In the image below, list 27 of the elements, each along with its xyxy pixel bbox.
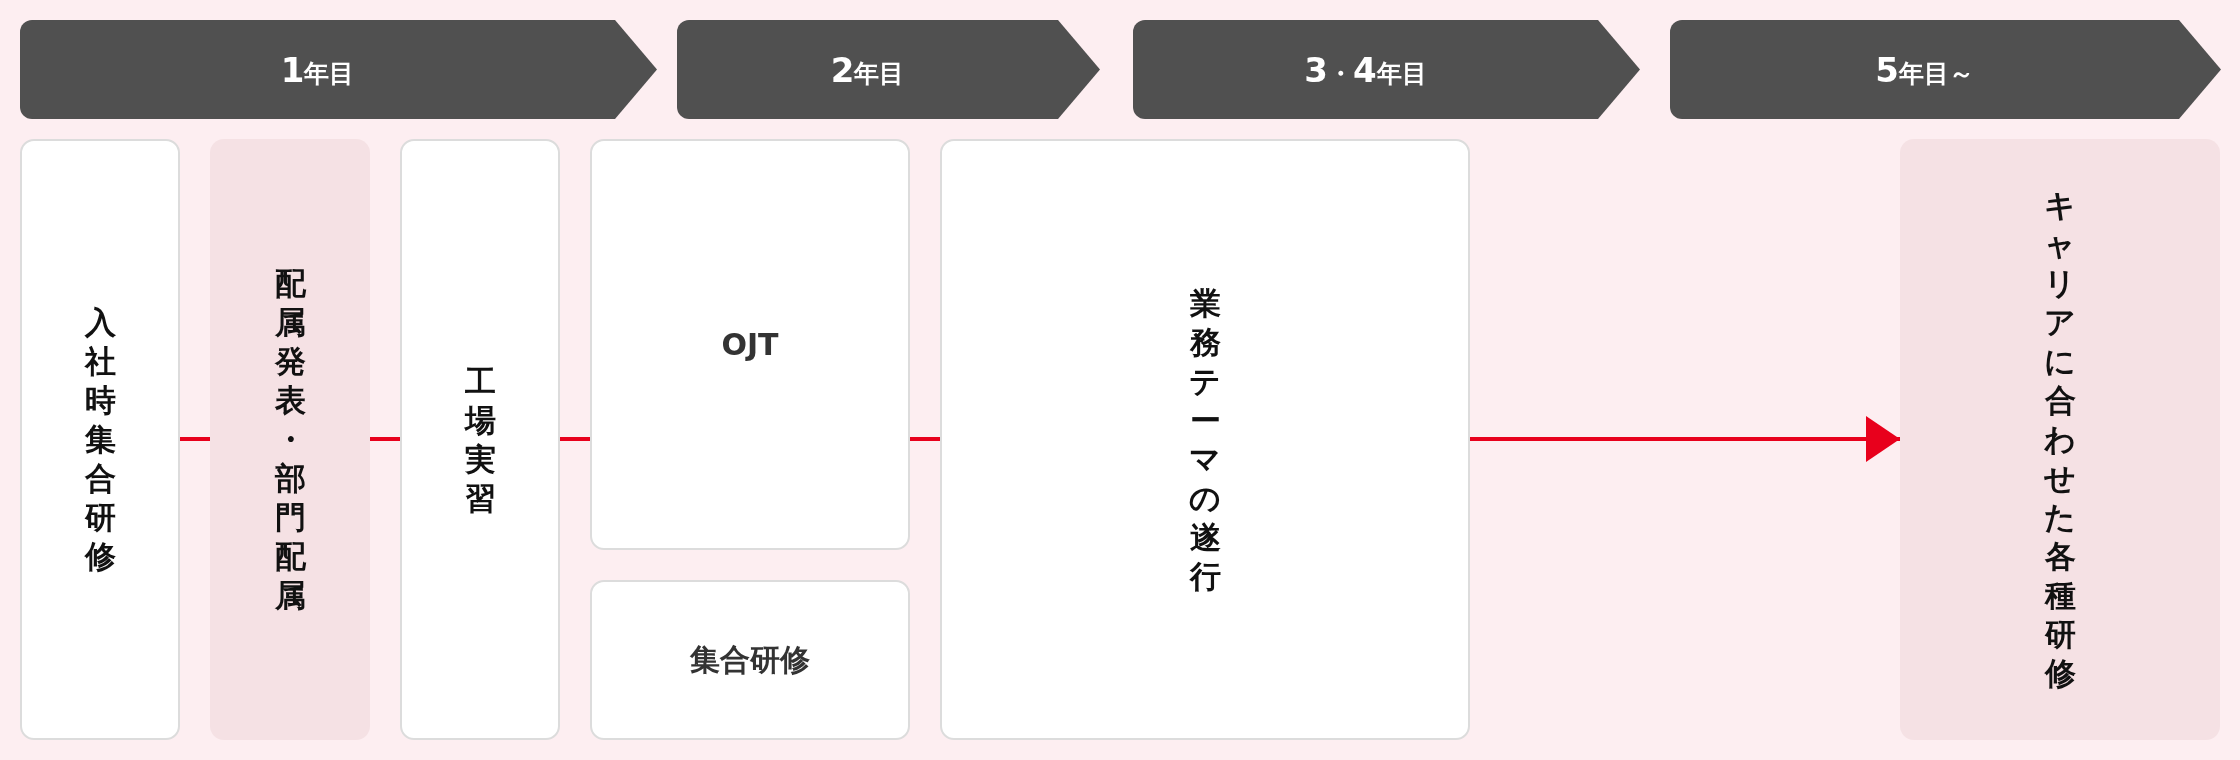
stage-card xyxy=(940,139,1470,740)
connector-line xyxy=(370,437,400,441)
connector-line xyxy=(180,437,210,441)
year-header-band xyxy=(677,20,1100,119)
stage-label: 配属発表・部門配属 xyxy=(273,264,307,615)
stage-card xyxy=(1900,139,2220,740)
connector-line xyxy=(910,437,940,441)
year-header-band xyxy=(20,20,657,119)
stage-label: 入社時集合研修 xyxy=(83,303,117,576)
year-header-band xyxy=(1670,20,2221,119)
year-label: 1年目 xyxy=(280,49,355,90)
stage-label: OJT xyxy=(721,327,779,362)
stage-card xyxy=(590,139,910,550)
stage-card xyxy=(400,139,560,740)
stage-card xyxy=(590,580,910,740)
year-label: 3・4年目 xyxy=(1304,49,1427,90)
connector-line xyxy=(560,437,590,441)
year-label: 2年目 xyxy=(830,49,905,90)
stage-label: 工場実習 xyxy=(463,361,497,518)
stage-label: 業務テーマの遂行 xyxy=(1188,283,1222,596)
year-label: 5年目～ xyxy=(1875,49,1974,90)
stage-label: 集合研修 xyxy=(690,640,810,679)
stage-label: キャリアに合わせた各種研修 xyxy=(2043,186,2077,693)
stage-card xyxy=(20,139,180,740)
stage-card xyxy=(210,139,370,740)
year-header-band xyxy=(1133,20,1640,119)
arrow xyxy=(1470,416,1900,462)
